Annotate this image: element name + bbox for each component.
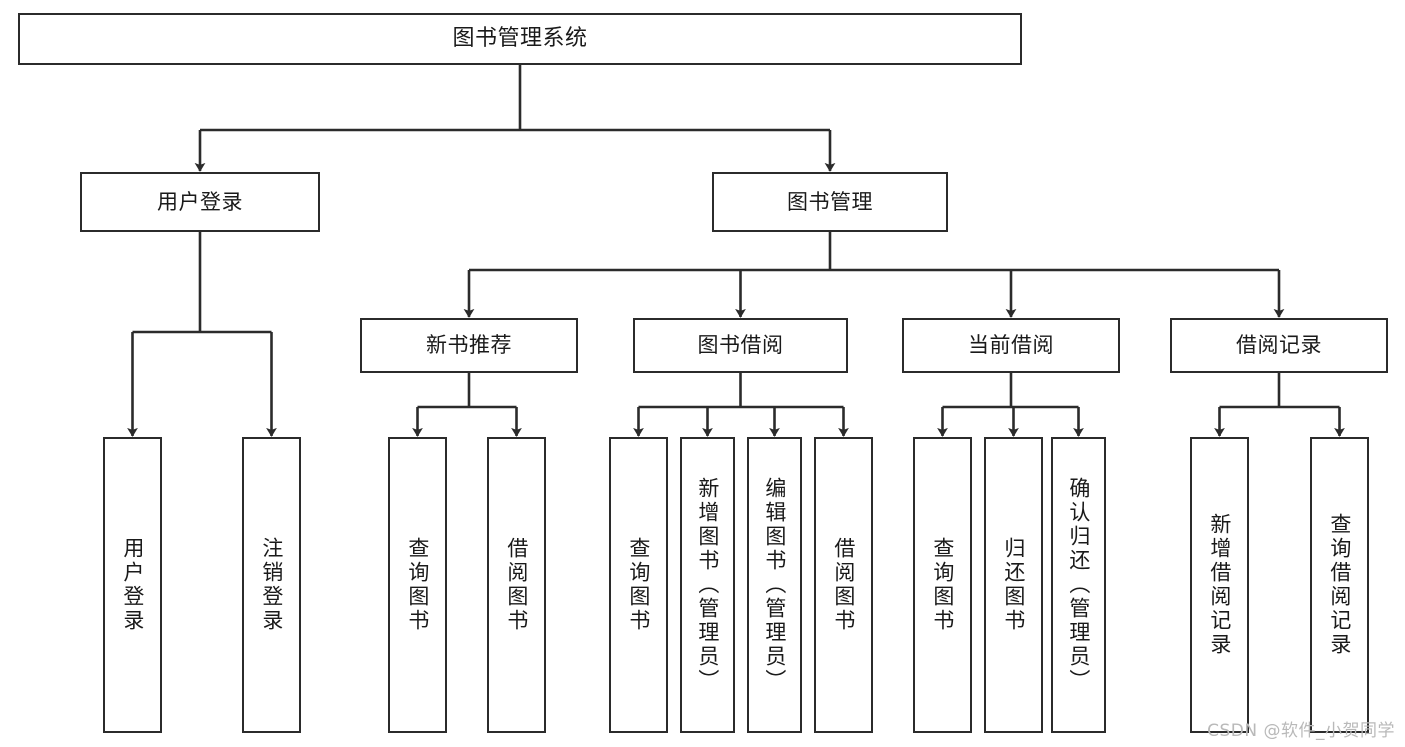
node-leaf-query-book-3[interactable]: 查询图书 bbox=[913, 437, 972, 733]
node-leaf-confirm-return-label: 确认归还（管理员） bbox=[1066, 477, 1091, 693]
node-book-manage[interactable]: 图书管理 bbox=[712, 172, 948, 232]
node-book-manage-label: 图书管理 bbox=[787, 189, 873, 214]
node-user-login[interactable]: 用户登录 bbox=[80, 172, 320, 232]
node-leaf-add-record[interactable]: 新增借阅记录 bbox=[1190, 437, 1249, 733]
node-leaf-add-book-label: 新增图书（管理员） bbox=[695, 477, 720, 693]
node-leaf-return-book-label: 归还图书 bbox=[1001, 537, 1026, 633]
node-leaf-edit-book[interactable]: 编辑图书（管理员） bbox=[747, 437, 802, 733]
node-book-borrow[interactable]: 图书借阅 bbox=[633, 318, 848, 373]
node-leaf-borrow-book-1-label: 借阅图书 bbox=[504, 537, 529, 633]
node-leaf-query-book-2[interactable]: 查询图书 bbox=[609, 437, 668, 733]
node-leaf-query-book-2-label: 查询图书 bbox=[626, 537, 651, 633]
node-leaf-user-login-label: 用户登录 bbox=[120, 537, 145, 633]
node-leaf-query-book-1[interactable]: 查询图书 bbox=[388, 437, 447, 733]
node-new-book-rec-label: 新书推荐 bbox=[426, 333, 512, 358]
node-leaf-borrow-book-2-label: 借阅图书 bbox=[831, 537, 856, 633]
node-user-login-label: 用户登录 bbox=[157, 189, 243, 214]
node-leaf-add-book[interactable]: 新增图书（管理员） bbox=[680, 437, 735, 733]
node-current-borrow[interactable]: 当前借阅 bbox=[902, 318, 1120, 373]
node-new-book-rec[interactable]: 新书推荐 bbox=[360, 318, 578, 373]
node-leaf-edit-book-label: 编辑图书（管理员） bbox=[762, 477, 787, 693]
node-current-borrow-label: 当前借阅 bbox=[968, 333, 1054, 358]
node-root[interactable]: 图书管理系统 bbox=[18, 13, 1022, 65]
node-leaf-query-record[interactable]: 查询借阅记录 bbox=[1310, 437, 1369, 733]
node-leaf-add-record-label: 新增借阅记录 bbox=[1207, 513, 1232, 657]
node-borrow-record[interactable]: 借阅记录 bbox=[1170, 318, 1388, 373]
node-leaf-query-book-3-label: 查询图书 bbox=[930, 537, 955, 633]
node-leaf-borrow-book-2[interactable]: 借阅图书 bbox=[814, 437, 873, 733]
node-leaf-query-book-1-label: 查询图书 bbox=[405, 537, 430, 633]
node-root-label: 图书管理系统 bbox=[452, 26, 588, 52]
node-leaf-borrow-book-1[interactable]: 借阅图书 bbox=[487, 437, 546, 733]
node-borrow-record-label: 借阅记录 bbox=[1236, 333, 1322, 358]
node-leaf-user-login[interactable]: 用户登录 bbox=[103, 437, 162, 733]
node-leaf-return-book[interactable]: 归还图书 bbox=[984, 437, 1043, 733]
node-leaf-logout[interactable]: 注销登录 bbox=[242, 437, 301, 733]
node-leaf-logout-label: 注销登录 bbox=[259, 537, 284, 633]
node-leaf-confirm-return[interactable]: 确认归还（管理员） bbox=[1051, 437, 1106, 733]
node-leaf-query-record-label: 查询借阅记录 bbox=[1327, 513, 1352, 657]
node-book-borrow-label: 图书借阅 bbox=[697, 333, 784, 358]
